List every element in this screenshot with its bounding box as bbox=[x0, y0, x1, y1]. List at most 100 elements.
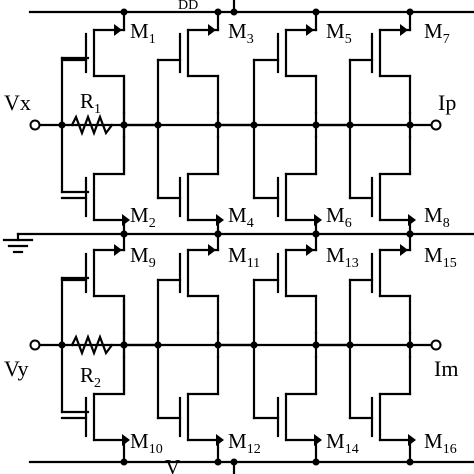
transistor-label-m14: M14 bbox=[326, 429, 359, 457]
transistor-label-sub: 1 bbox=[149, 32, 156, 47]
transistor-label-main: M bbox=[130, 429, 149, 453]
transistor-label-main: M bbox=[326, 243, 345, 267]
output-ip-wire bbox=[122, 119, 442, 131]
vx-label: Vx bbox=[4, 90, 31, 115]
transistor-label-main: M bbox=[326, 429, 345, 453]
input-stage-y bbox=[29, 276, 128, 414]
transistor-label-sub: 11 bbox=[247, 256, 260, 271]
vy-terminal[interactable] bbox=[29, 339, 41, 351]
transistor-columns bbox=[60, 8, 416, 466]
transistor-label-sub: 15 bbox=[443, 256, 457, 271]
im-terminal[interactable] bbox=[430, 339, 442, 351]
junction-dot bbox=[312, 458, 320, 466]
ip-label: Ip bbox=[438, 90, 456, 115]
ground-symbol bbox=[2, 232, 34, 254]
transistor-lower-0-0 bbox=[60, 135, 130, 236]
transistor-label-main: M bbox=[326, 203, 345, 227]
transistor-label-sub: 12 bbox=[247, 442, 261, 457]
supply-rail-bottom bbox=[28, 458, 474, 474]
transistor-label-main: M bbox=[424, 19, 443, 43]
transistor-upper-0-3 bbox=[348, 10, 412, 115]
input-stage-x bbox=[29, 56, 128, 194]
transistor-label-m10: M10 bbox=[130, 429, 163, 457]
transistor-label-main: M bbox=[326, 19, 345, 43]
transistor-label-m2: M2 bbox=[130, 203, 156, 231]
transistor-label-m15: M15 bbox=[424, 243, 457, 271]
transistor-label-sub: 16 bbox=[443, 442, 457, 457]
resistor-r2 bbox=[70, 333, 114, 357]
transistor-label-m9: M9 bbox=[130, 243, 156, 271]
junction-dot bbox=[406, 230, 414, 238]
vss-label: V bbox=[165, 455, 180, 474]
r1-label: R1 bbox=[80, 89, 101, 117]
transistor-upper-1-3 bbox=[348, 232, 412, 335]
transistor-label-sub: 4 bbox=[247, 216, 254, 231]
transistor-label-main: M bbox=[228, 19, 247, 43]
transistor-label-sub: 3 bbox=[247, 32, 254, 47]
transistor-upper-1-2 bbox=[252, 232, 318, 335]
transistor-label-m11: M11 bbox=[228, 243, 260, 271]
transistor-upper-0-2 bbox=[252, 10, 318, 115]
transistor-label-main: M bbox=[228, 429, 247, 453]
vy-label: Vy bbox=[4, 356, 28, 381]
transistor-label-sub: 5 bbox=[345, 32, 352, 47]
transistor-label-sub: 9 bbox=[149, 256, 156, 271]
transistor-label-sub: 13 bbox=[345, 256, 359, 271]
junction-dot bbox=[120, 458, 128, 466]
supply-rail-top bbox=[28, 0, 474, 16]
transistor-lower-1-0 bbox=[60, 355, 130, 464]
transistor-label-m4: M4 bbox=[228, 203, 254, 231]
transistor-label-m6: M6 bbox=[326, 203, 352, 231]
transistor-label-m8: M8 bbox=[424, 203, 450, 231]
transistor-label-main: M bbox=[130, 19, 149, 43]
junction-dot bbox=[120, 8, 128, 16]
ip-terminal[interactable] bbox=[430, 119, 442, 131]
transistor-label-main: M bbox=[424, 429, 443, 453]
transistor-label-m3: M3 bbox=[228, 19, 254, 47]
transistor-label-m1: M1 bbox=[130, 19, 156, 47]
transistor-label-m12: M12 bbox=[228, 429, 261, 457]
junction-dot bbox=[214, 8, 222, 16]
transistor-label-main: M bbox=[130, 203, 149, 227]
resistor-r1 bbox=[70, 113, 114, 137]
vdd-label: DD bbox=[178, 0, 198, 13]
transistor-upper-0-1 bbox=[156, 10, 220, 115]
r2-label: R2 bbox=[80, 363, 101, 391]
transistor-lower-1-3 bbox=[348, 355, 416, 464]
junction-dot bbox=[214, 458, 222, 466]
junction-dot bbox=[312, 230, 320, 238]
transistor-label-sub: 2 bbox=[149, 216, 156, 231]
transistor-lower-0-1 bbox=[156, 135, 224, 236]
transistor-label-main: M bbox=[130, 243, 149, 267]
transistor-label-sub: 6 bbox=[345, 216, 352, 231]
junction-dot bbox=[406, 458, 414, 466]
junction-dot bbox=[406, 8, 414, 16]
transistor-label-m16: M16 bbox=[424, 429, 457, 457]
transistor-label-sub: 14 bbox=[345, 442, 359, 457]
transistor-upper-1-1 bbox=[156, 232, 220, 335]
transistor-label-sub: 7 bbox=[443, 32, 450, 47]
transistor-lower-0-2 bbox=[252, 135, 322, 236]
transistor-label-main: M bbox=[424, 243, 443, 267]
transistor-label-sub: 10 bbox=[149, 442, 163, 457]
transistor-label-m5: M5 bbox=[326, 19, 352, 47]
output-im-wire bbox=[122, 339, 442, 351]
labels: DD V Vx Vy Ip Im R1 R2 bbox=[4, 0, 458, 474]
transistor-lower-1-1 bbox=[156, 355, 224, 464]
transistor-label-m7: M7 bbox=[424, 19, 450, 47]
transistor-label-main: M bbox=[228, 203, 247, 227]
transistor-label-m13: M13 bbox=[326, 243, 359, 271]
vx-terminal[interactable] bbox=[29, 119, 41, 131]
transistor-label-main: M bbox=[424, 203, 443, 227]
transistor-label-sub: 8 bbox=[443, 216, 450, 231]
transistor-upper-1-0 bbox=[60, 232, 126, 335]
im-label: Im bbox=[434, 356, 458, 381]
transistor-label-main: M bbox=[228, 243, 247, 267]
junction-dot bbox=[214, 230, 222, 238]
junction-dot bbox=[120, 230, 128, 238]
junction-dot bbox=[312, 8, 320, 16]
transistor-lower-0-3 bbox=[348, 135, 416, 236]
transistor-lower-1-2 bbox=[252, 355, 322, 464]
